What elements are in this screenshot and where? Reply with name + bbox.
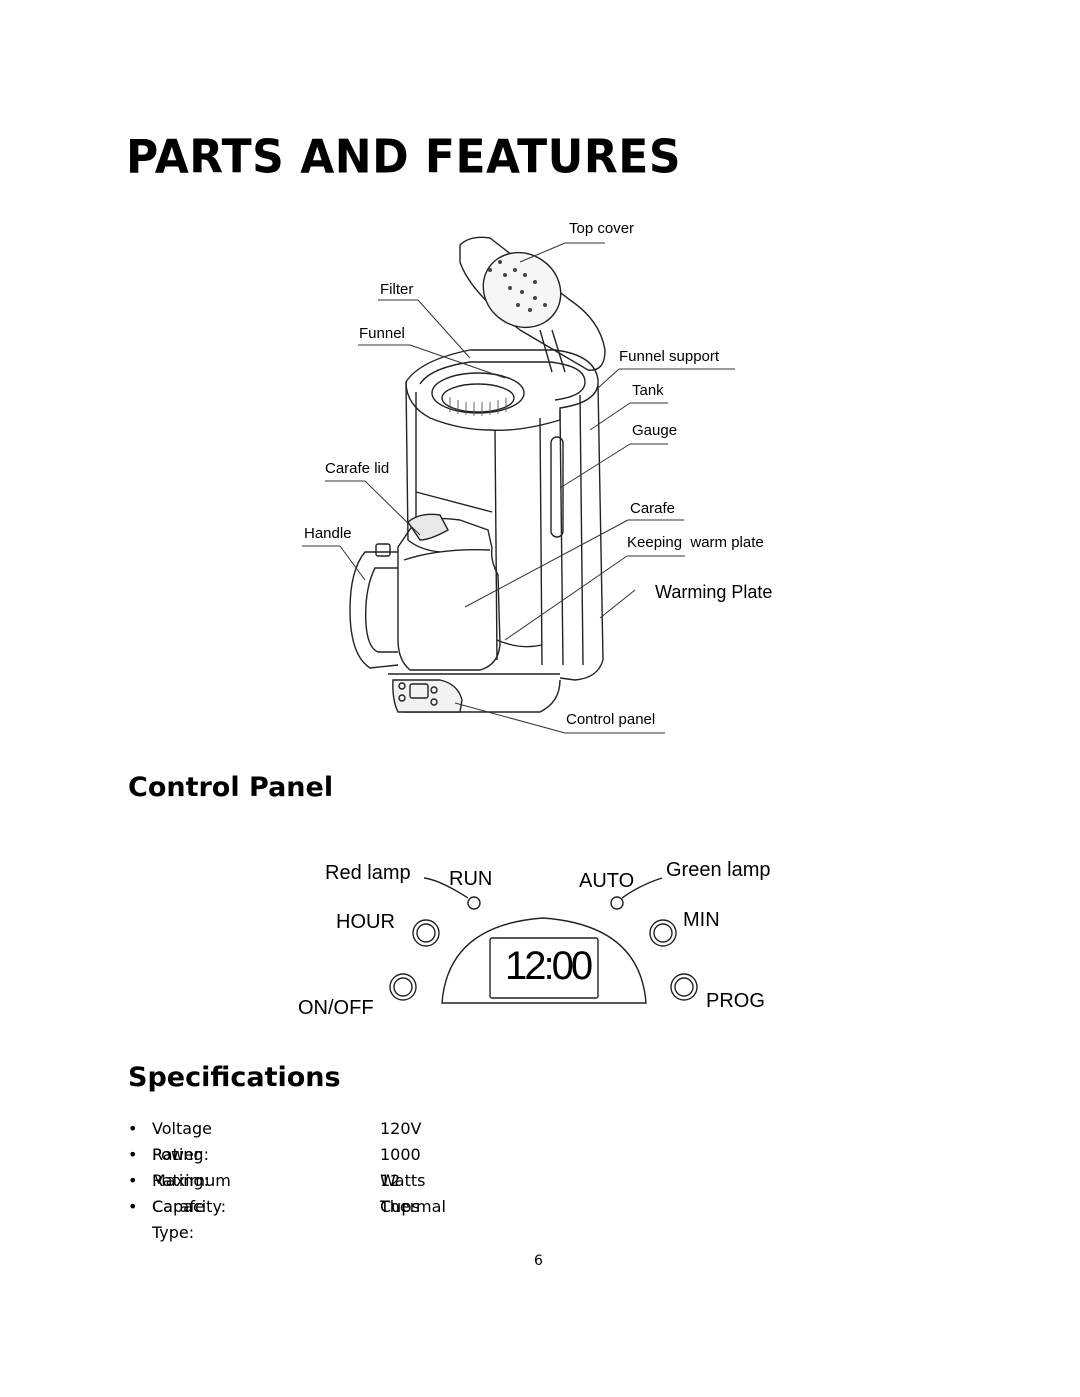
label-carafe-lid: Carafe lid — [325, 460, 390, 477]
label-warming-plate: Warming Plate — [655, 582, 773, 602]
spec-label: Maximum Capacity: — [152, 1171, 231, 1216]
specifications-heading: Specifications — [128, 1062, 341, 1093]
label-funnel: Funnel — [359, 325, 405, 342]
prog-label: PROG — [706, 990, 765, 1012]
hour-label: HOUR — [336, 911, 395, 933]
clock-display: 12:00 — [505, 944, 593, 988]
spec-value: Thermal — [380, 1197, 446, 1216]
min-label: MIN — [683, 909, 720, 931]
bullet: • — [128, 1145, 138, 1164]
label-gauge: Gauge — [632, 422, 678, 439]
bullet: • — [128, 1197, 138, 1216]
spec-value: 120V — [380, 1119, 422, 1138]
label-funnel-support: Funnel support — [619, 348, 720, 365]
label-handle: Handle — [304, 525, 352, 542]
green-lamp-label: Green lamp — [666, 859, 771, 881]
bullet: • — [128, 1119, 138, 1138]
label-control-panel: Control panel — [566, 711, 656, 728]
spec-label: Voltage Rating: — [152, 1119, 213, 1164]
spec-label: Carafe Type: — [152, 1197, 205, 1242]
red-lamp-label: Red lamp — [325, 862, 411, 884]
spec-value: 1000 Watts — [380, 1145, 426, 1190]
spec-label: Power Rating: — [152, 1145, 209, 1190]
run-label: RUN — [449, 868, 493, 890]
label-keeping-warm-plate: Keeping warm plate — [627, 534, 764, 551]
page-number: 6 — [534, 1253, 543, 1269]
label-tank: Tank — [632, 382, 664, 399]
label-top-cover: Top cover — [569, 220, 635, 237]
auto-label: AUTO — [579, 870, 635, 892]
label-filter: Filter — [380, 281, 414, 298]
on-off-label: ON/OFF — [298, 997, 374, 1019]
bullet: • — [128, 1171, 138, 1190]
label-carafe: Carafe — [630, 500, 676, 517]
page-title: PARTS AND FEATURES — [126, 130, 682, 185]
control-panel-heading: Control Panel — [128, 772, 334, 803]
spec-value: 12 Cups — [380, 1171, 420, 1216]
